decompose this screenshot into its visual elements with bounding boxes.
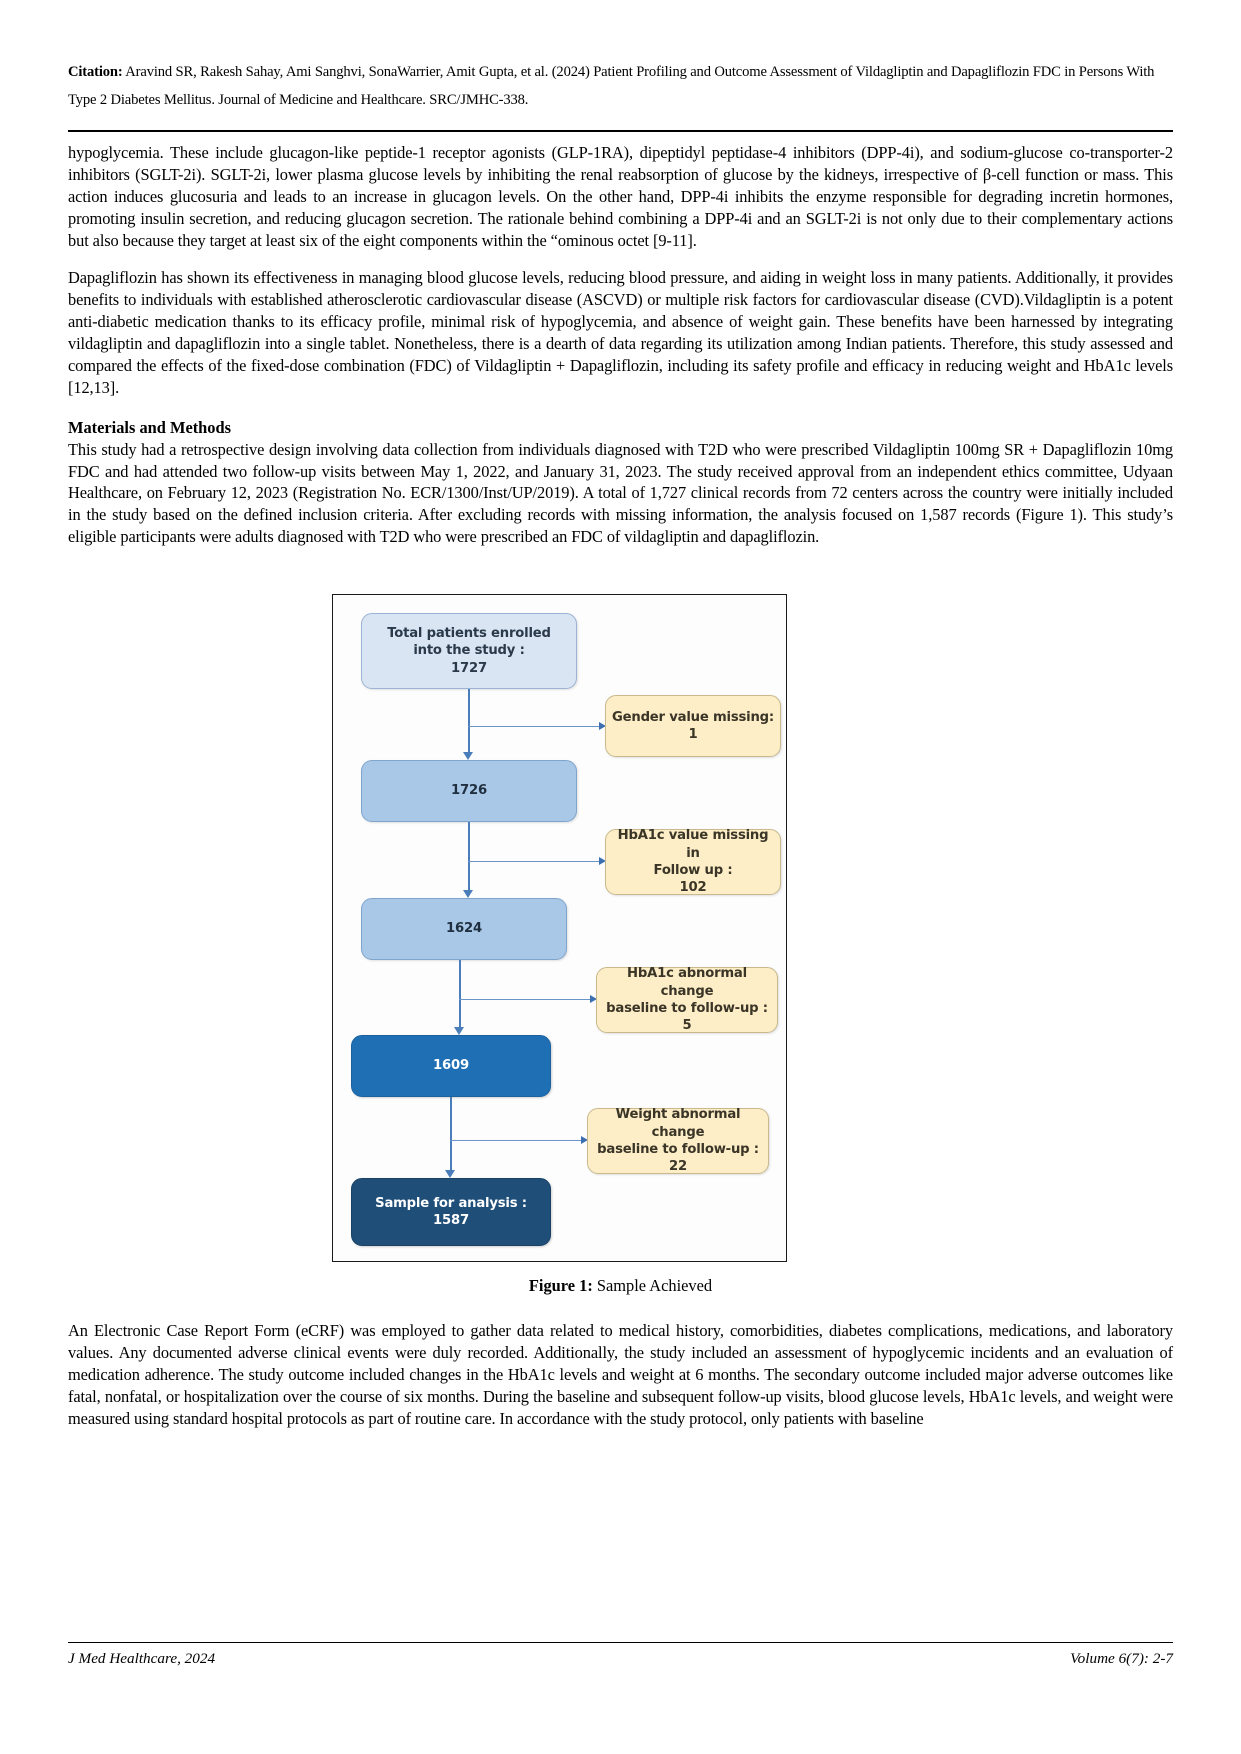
- arrowhead-final: [445, 1170, 455, 1178]
- arrowhead-exclusion-1: [599, 722, 606, 730]
- arrowhead-exclusion-4: [581, 1136, 588, 1144]
- citation-label: Citation:: [68, 64, 123, 80]
- paragraph-study-design: This study had a retrospective design in…: [68, 439, 1173, 547]
- arrowhead-exclusion-2: [599, 857, 606, 865]
- footer-volume-pages: Volume 6(7): 2-7: [1070, 1650, 1173, 1667]
- figure-caption: Figure 1: Sample Achieved: [68, 1276, 1173, 1296]
- connector-branch-exclusion-2: [468, 861, 602, 863]
- connector-enrolled-to-stage1: [468, 689, 470, 757]
- citation-text: Aravind SR, Rakesh Sahay, Ami Sanghvi, S…: [68, 64, 1155, 109]
- arrowhead-stage2: [463, 890, 473, 898]
- flow-exclusion-weight-abnormal: Weight abnormal change baseline to follo…: [587, 1107, 769, 1174]
- flow-exclusion-hba1c-missing: HbA1c value missing in Follow up : 102: [605, 828, 781, 895]
- footer-journal-name: J Med Healthcare, 2024: [68, 1650, 216, 1667]
- page-footer: J Med Healthcare, 2024 Volume 6(7): 2-7: [68, 1650, 1173, 1668]
- arrowhead-stage1: [463, 752, 473, 760]
- flow-node-enrolled: Total patients enrolled into the study :…: [361, 613, 577, 689]
- article-body-top: hypoglycemia. These include glucagon-lik…: [68, 142, 1173, 548]
- figure-caption-text: Sample Achieved: [592, 1276, 713, 1295]
- article-body-bottom: An Electronic Case Report Form (eCRF) wa…: [68, 1320, 1173, 1445]
- section-heading-materials-and-methods: Materials and Methods: [68, 417, 231, 437]
- flow-node-stage2: 1624: [361, 898, 567, 960]
- flow-exclusion-gender-missing: Gender value missing: 1: [605, 695, 781, 757]
- connector-stage2-to-stage3: [459, 960, 461, 1032]
- connector-branch-exclusion-3: [459, 999, 593, 1001]
- arrowhead-exclusion-3: [590, 995, 597, 1003]
- footer-divider: [68, 1642, 1173, 1643]
- connector-stage3-to-final: [450, 1097, 452, 1175]
- flow-node-stage3: 1609: [351, 1035, 551, 1097]
- arrowhead-stage3: [454, 1027, 464, 1035]
- figure-caption-label: Figure 1:: [528, 1276, 593, 1295]
- connector-stage1-to-stage2: [468, 822, 470, 895]
- connector-branch-exclusion-1: [468, 726, 602, 728]
- header-divider: [68, 130, 1173, 132]
- citation-header: Citation: Aravind SR, Rakesh Sahay, Ami …: [68, 58, 1173, 115]
- flow-exclusion-hba1c-abnormal: HbA1c abnormal change baseline to follow…: [596, 966, 778, 1033]
- paragraph-hypoglycemia: hypoglycemia. These include glucagon-lik…: [68, 143, 1173, 250]
- figure-1: Total patients enrolled into the study :…: [332, 594, 787, 1262]
- paragraph-ecrf: An Electronic Case Report Form (eCRF) wa…: [68, 1321, 1173, 1428]
- flow-node-stage1: 1726: [361, 760, 577, 822]
- flowchart-frame: Total patients enrolled into the study :…: [332, 594, 787, 1262]
- paragraph-dapagliflozin: Dapagliflozin has shown its effectivenes…: [68, 268, 1173, 397]
- flow-node-final-sample: Sample for analysis : 1587: [351, 1178, 551, 1246]
- connector-branch-exclusion-4: [450, 1140, 584, 1142]
